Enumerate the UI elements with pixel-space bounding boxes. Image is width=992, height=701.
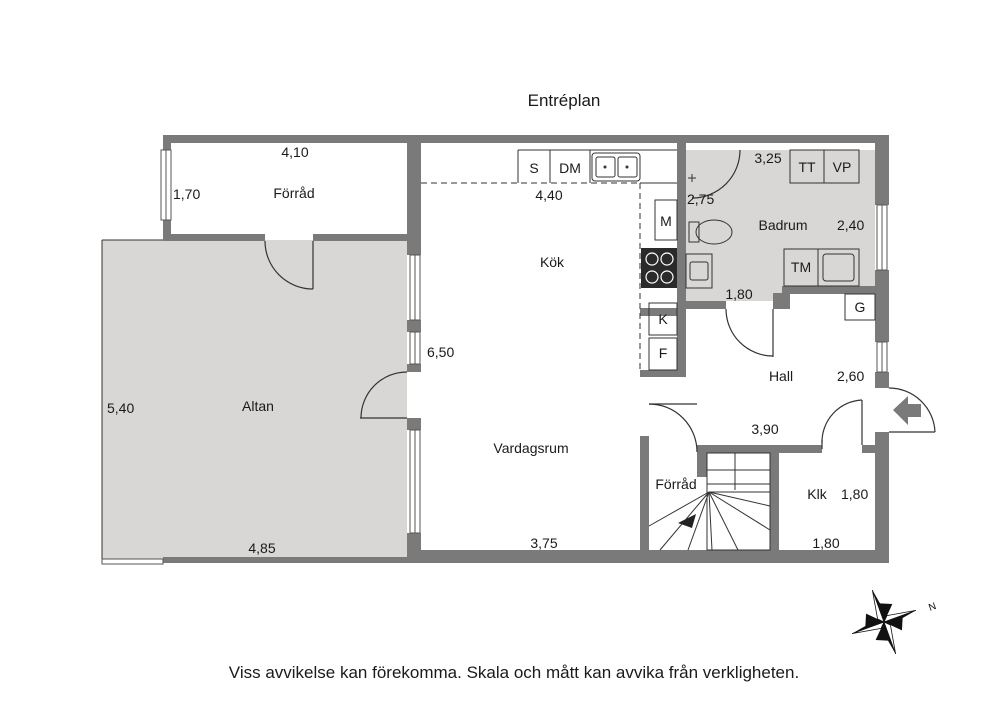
forrad-small-name: Förråd bbox=[655, 476, 696, 492]
fixture-s: S bbox=[529, 160, 538, 176]
g-cabinet bbox=[844, 293, 876, 321]
klk-name: Klk bbox=[807, 486, 827, 502]
badrum-dim-b: 1,80 bbox=[725, 286, 752, 302]
fixture-g: G bbox=[855, 299, 866, 315]
windows bbox=[101, 149, 888, 565]
stair bbox=[648, 452, 771, 551]
vardagsrum-depth: 6,50 bbox=[427, 344, 454, 360]
fixture-vp: VP bbox=[833, 159, 852, 175]
hall-depth: 2,60 bbox=[837, 368, 864, 384]
entrance-arrow-icon bbox=[893, 396, 921, 425]
fixture-tt: TT bbox=[798, 159, 816, 175]
bathroom-fixtures bbox=[685, 149, 860, 289]
kok-name: Kök bbox=[540, 254, 565, 270]
fixture-m: M bbox=[660, 213, 672, 229]
fixture-labels: S DM M K F TT VP TM G bbox=[529, 159, 865, 361]
hall-name: Hall bbox=[769, 368, 793, 384]
altan-depth: 5,40 bbox=[107, 400, 134, 416]
compass-north-letter: N bbox=[927, 601, 938, 614]
disclaimer-text: Viss avvikelse kan förekomma. Skala och … bbox=[229, 663, 799, 682]
altan-name: Altan bbox=[242, 398, 274, 414]
badrum-name: Badrum bbox=[758, 217, 807, 233]
plan-title: Entréplan bbox=[528, 91, 601, 110]
altan-width: 4,85 bbox=[248, 540, 275, 556]
forrad-top-depth: 1,70 bbox=[173, 186, 200, 202]
forrad-top-name: Förråd bbox=[273, 185, 314, 201]
badrum-width: 3,25 bbox=[754, 150, 781, 166]
klk-depth: 1,80 bbox=[841, 486, 868, 502]
badrum-floor bbox=[686, 150, 875, 301]
kitchen-counter bbox=[421, 149, 678, 371]
badrum-depth: 2,40 bbox=[837, 217, 864, 233]
compass-icon bbox=[851, 589, 917, 655]
badrum-dim-a: 2,75 bbox=[687, 191, 714, 207]
doors bbox=[264, 149, 936, 453]
fixture-f: F bbox=[659, 345, 668, 361]
room-labels: 4,10 1,70 Förråd Altan 5,40 4,85 Kök 4,4… bbox=[107, 144, 868, 556]
fixture-dm: DM bbox=[559, 160, 581, 176]
forrad-top-width: 4,10 bbox=[281, 144, 308, 160]
klk-width: 1,80 bbox=[812, 535, 839, 551]
altan-floor bbox=[102, 240, 407, 560]
fixture-k: K bbox=[658, 311, 668, 327]
kok-width: 4,40 bbox=[535, 187, 562, 203]
hall-width: 3,90 bbox=[751, 421, 778, 437]
fixture-tm: TM bbox=[791, 259, 811, 275]
vardagsrum-width: 3,75 bbox=[530, 535, 557, 551]
vardagsrum-name: Vardagsrum bbox=[493, 440, 568, 456]
